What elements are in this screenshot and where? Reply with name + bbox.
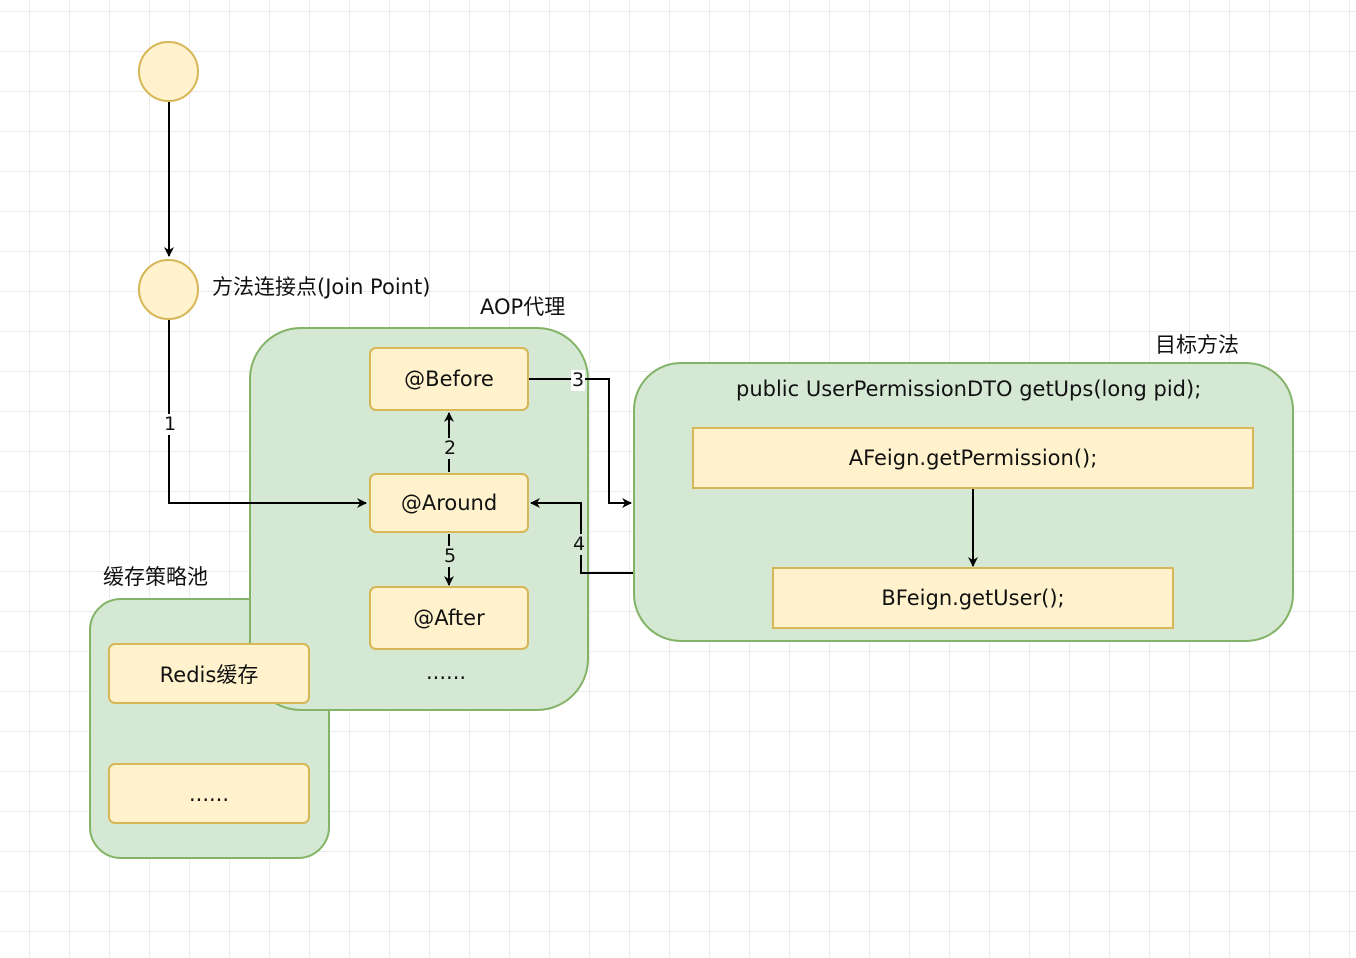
edge-label-3: 3	[571, 369, 586, 391]
edge-label-4: 4	[572, 533, 587, 555]
around-label: @Around	[400, 491, 498, 515]
aop-proxy-label: AOP代理	[480, 295, 566, 319]
join-point-label: 方法连接点(Join Point)	[212, 275, 431, 299]
bfeign-label: BFeign.getUser();	[881, 586, 1065, 610]
redis-cache-node[interactable]: Redis缓存	[108, 643, 310, 704]
target-method-container	[633, 362, 1294, 642]
before-label: @Before	[404, 367, 494, 391]
afeign-node[interactable]: AFeign.getPermission();	[692, 427, 1254, 489]
aop-more-label: ......	[426, 660, 467, 684]
edge-label-1: 1	[163, 413, 178, 435]
cache-more-node[interactable]: ......	[108, 763, 310, 824]
redis-cache-label: Redis缓存	[159, 662, 259, 687]
cache-pool-label: 缓存策略池	[103, 565, 208, 589]
after-label: @After	[413, 606, 485, 630]
edge-label-2: 2	[443, 437, 458, 459]
after-node[interactable]: @After	[369, 586, 529, 650]
target-method-label: 目标方法	[1155, 333, 1239, 357]
target-signature: public UserPermissionDTO getUps(long pid…	[736, 377, 1202, 401]
edge-label-5: 5	[443, 545, 458, 567]
bfeign-node[interactable]: BFeign.getUser();	[772, 567, 1174, 629]
afeign-label: AFeign.getPermission();	[848, 446, 1098, 470]
join-point-node[interactable]	[138, 259, 199, 320]
cache-more-label: ......	[188, 781, 230, 806]
around-node[interactable]: @Around	[369, 473, 529, 533]
before-node[interactable]: @Before	[369, 347, 529, 411]
start-node[interactable]	[138, 41, 199, 102]
